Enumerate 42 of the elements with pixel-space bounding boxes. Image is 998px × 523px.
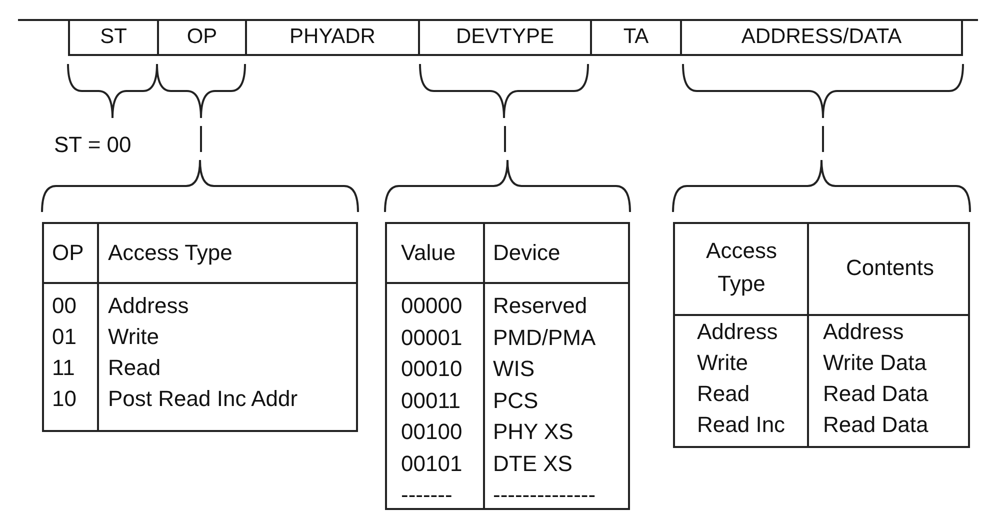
table-entry: 00010 bbox=[401, 356, 462, 382]
table-entry: Write bbox=[697, 350, 748, 376]
table-entry: Read bbox=[108, 355, 161, 381]
table-entry: WIS bbox=[493, 356, 535, 382]
table-entry: Reserved bbox=[493, 293, 588, 319]
table-entry: Address bbox=[108, 293, 189, 319]
table bbox=[385, 222, 630, 510]
table-entry: ------- bbox=[401, 482, 452, 508]
table-entry: Post Read Inc Addr bbox=[108, 386, 298, 412]
table-entry: PCS bbox=[493, 388, 538, 414]
table-entry: Read Inc bbox=[697, 412, 786, 438]
table-entry: 01 bbox=[52, 324, 76, 350]
table-entry: DTE XS bbox=[493, 450, 572, 476]
column-header: Access Type bbox=[108, 240, 232, 266]
frame-field: ADDRESS/DATA bbox=[680, 20, 963, 56]
table-entry: 00011 bbox=[401, 388, 461, 414]
frame-field: ST bbox=[68, 20, 159, 56]
table-entry: Read bbox=[697, 381, 750, 407]
column-header: OP bbox=[52, 240, 84, 266]
table-entry: PHY XS bbox=[493, 419, 574, 445]
column-header: Contents bbox=[844, 255, 936, 281]
table bbox=[42, 222, 358, 432]
column-header: Value bbox=[401, 240, 456, 266]
table-entry: 00101 bbox=[401, 450, 462, 476]
table-entry: 00001 bbox=[401, 324, 462, 350]
table-entry: 00 bbox=[52, 293, 76, 319]
table-entry: 11 bbox=[52, 355, 75, 381]
table-entry: Read Data bbox=[823, 381, 928, 407]
table-entry: 00100 bbox=[401, 419, 462, 445]
table-entry: -------------- bbox=[493, 482, 596, 508]
column-header: Access Type bbox=[705, 237, 778, 298]
table-entry: Write Data bbox=[823, 350, 927, 376]
table-entry: PMD/PMA bbox=[493, 324, 596, 350]
table-entry: 10 bbox=[52, 386, 76, 412]
table-entry: Read Data bbox=[823, 412, 928, 438]
column-header: Device bbox=[493, 240, 560, 266]
table bbox=[673, 222, 970, 448]
table-entry: Write bbox=[108, 324, 159, 350]
annotation: ST = 00 bbox=[54, 132, 132, 158]
table-entry: Address bbox=[823, 319, 904, 345]
table-entry: Address bbox=[697, 319, 778, 345]
table-entry: 00000 bbox=[401, 293, 462, 319]
